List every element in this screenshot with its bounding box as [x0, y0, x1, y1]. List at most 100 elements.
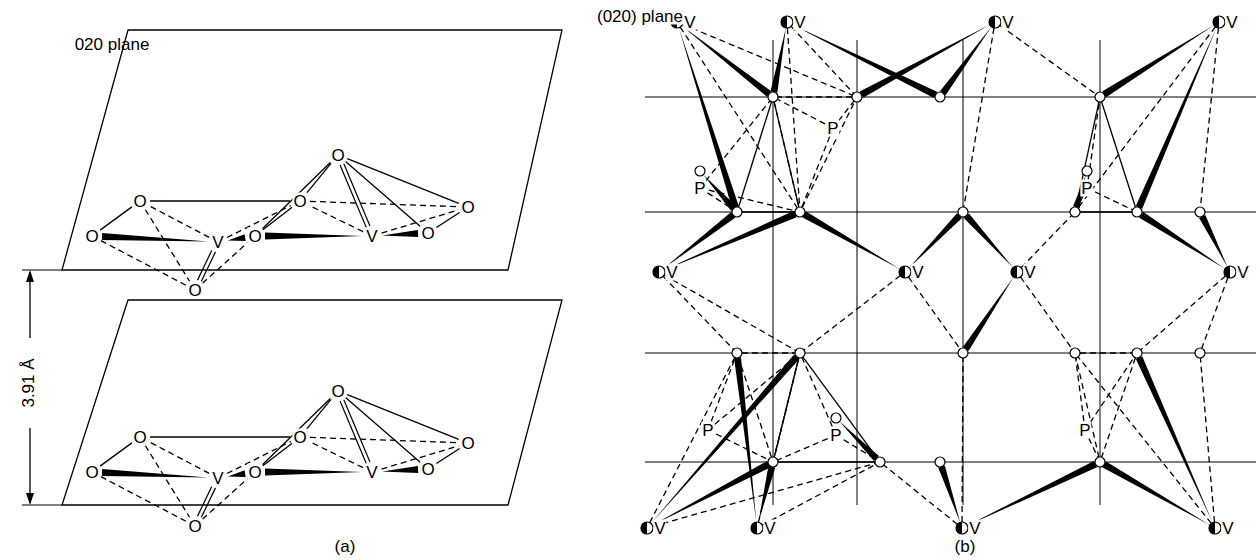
vanadium-atom-fill — [1209, 522, 1215, 534]
panel-label: (a) — [334, 538, 357, 555]
dashed-bond — [804, 276, 900, 350]
double-bond — [340, 165, 366, 228]
atom-label: V — [911, 264, 924, 281]
oxygen-atom — [1195, 207, 1205, 217]
oxygen-atom — [768, 92, 778, 102]
wedge-bond — [964, 213, 1013, 267]
dashed-bond — [1200, 28, 1218, 207]
plane-label: (020) plane — [596, 8, 684, 25]
atom-label: O — [420, 461, 435, 478]
atom-label: O — [187, 518, 202, 535]
wedge-bond — [1139, 212, 1225, 269]
oxygen-atom — [768, 457, 778, 467]
dashed-bond — [149, 206, 209, 238]
grid-line — [645, 97, 1256, 98]
grid-line — [857, 40, 858, 505]
oxygen-atom — [1082, 166, 1092, 176]
dashed-bond — [1076, 358, 1084, 421]
vanadium-atom-fill — [989, 16, 995, 28]
wedge-bond — [651, 354, 799, 523]
solid-bond — [1080, 211, 1132, 212]
wedge-bond — [382, 230, 418, 237]
dashed-bond — [663, 276, 733, 349]
vanadium-atom-fill — [1011, 266, 1017, 278]
solid-bond — [262, 398, 331, 465]
oxygen-atom — [795, 348, 805, 358]
dimension-label: 3.91 Å — [20, 357, 37, 408]
dashed-bond — [309, 205, 363, 231]
solid-bond — [150, 436, 290, 437]
dashed-bond — [1080, 352, 1132, 353]
solid-bond — [346, 398, 421, 463]
wedge-bond — [679, 28, 739, 209]
dashed-bond — [802, 101, 855, 207]
wedge-bond — [665, 211, 797, 270]
wedge-bond — [840, 422, 879, 461]
vanadium-atom-fill — [1213, 16, 1219, 28]
vanadium-atom — [751, 522, 763, 534]
dashed-bond — [908, 277, 960, 349]
dashed-bond — [762, 464, 875, 525]
atom-label: V — [653, 520, 666, 537]
wedge-bond — [770, 28, 785, 93]
atom-label: O — [292, 429, 307, 446]
wedge-bond — [1136, 28, 1217, 209]
dashed-bond — [1102, 358, 1136, 458]
dimension-tick — [22, 505, 62, 506]
double-bond — [201, 252, 215, 282]
vanadium-atom — [956, 522, 968, 534]
atom-label: V — [1236, 264, 1249, 281]
atom-label: V — [683, 14, 696, 31]
oxygen-atom — [1195, 348, 1205, 358]
dashed-bond — [1095, 192, 1132, 210]
grid-line — [773, 40, 774, 505]
dashed-bond — [1000, 25, 1096, 94]
atom-label: V — [1225, 14, 1238, 31]
atom-label: O — [132, 193, 147, 210]
oxygen-atom — [1132, 348, 1142, 358]
atom-label: P — [1080, 180, 1093, 197]
oxygen-atom — [1070, 348, 1080, 358]
solid-bond — [742, 211, 795, 212]
wedge-bond — [382, 466, 418, 473]
dashed-bond — [964, 28, 994, 207]
solid-bond — [100, 207, 132, 230]
dashed-bond — [802, 136, 830, 207]
atom-label: O — [330, 383, 345, 400]
dashed-bond — [310, 437, 458, 442]
dashed-bond — [787, 28, 799, 207]
solid-bond — [436, 448, 459, 463]
atom-label: V — [365, 228, 378, 245]
wedge-bond — [909, 213, 962, 268]
double-bond — [340, 401, 366, 464]
dashed-bond — [680, 27, 797, 208]
atom-label: O — [247, 464, 262, 481]
atom-label: P — [1078, 422, 1091, 439]
atom-label: V — [793, 14, 806, 31]
dashed-bond — [711, 358, 735, 422]
dimension-tick — [22, 270, 62, 271]
oxygen-atom — [732, 348, 742, 358]
solid-bond — [306, 399, 331, 430]
dashed-bond — [791, 26, 853, 93]
oxygen-atom — [1132, 207, 1142, 217]
dashed-bond — [758, 358, 798, 522]
vanadium-atom-fill — [653, 266, 659, 278]
atom-label: O — [420, 225, 435, 242]
oxygen-atom — [732, 207, 742, 217]
solid-bond — [346, 162, 421, 227]
atom-label: P — [693, 180, 706, 197]
vanadium-atom-fill — [956, 522, 962, 534]
grid-line — [1100, 40, 1101, 505]
dashed-bond — [1090, 357, 1134, 422]
wedge-bond — [1103, 461, 1210, 525]
oxygen-atom — [958, 348, 968, 358]
atom-label: V — [1221, 520, 1234, 537]
oxygen-atom — [958, 207, 968, 217]
dashed-bond — [310, 201, 458, 206]
wedge-bond — [792, 25, 937, 98]
dashed-bond — [839, 101, 854, 121]
atom-label: V — [763, 520, 776, 537]
wedge-bond — [940, 27, 991, 95]
atom-label: V — [1023, 264, 1036, 281]
